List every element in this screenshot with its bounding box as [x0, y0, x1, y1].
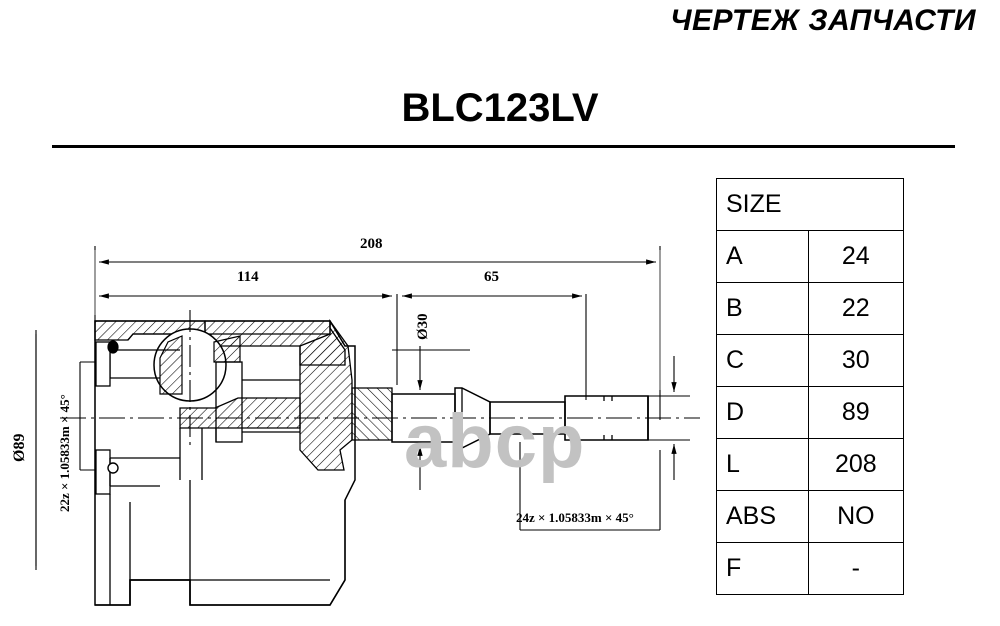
leader-outer-spline	[519, 442, 661, 531]
housing-collar	[351, 387, 393, 441]
seal-lip-upper	[107, 340, 119, 354]
spec-row-value: 89	[807, 386, 905, 439]
dimension-label-joint-length: 114	[237, 269, 259, 285]
inner-shaft-stub	[95, 341, 180, 495]
cage-outline	[179, 361, 300, 480]
spec-row-value: 24	[807, 230, 905, 283]
spec-row-value: 208	[807, 438, 905, 491]
circlip-groove	[603, 396, 613, 440]
technical-drawing	[0, 150, 714, 626]
dimension-label-inner-spline: 22z × 1.05833m × 45°	[57, 394, 72, 512]
header-divider	[52, 145, 955, 148]
dimension-label-outer-spline: 24z × 1.05833m × 45°	[516, 510, 634, 525]
spec-row-label: ABS	[716, 490, 809, 543]
dimension-label-shaft-diameter: Ø30	[415, 313, 431, 340]
spec-row-value: 22	[807, 282, 905, 335]
spec-row-label: L	[716, 438, 809, 491]
inner-race	[179, 397, 301, 429]
body-lower-lines	[109, 480, 346, 605]
extension-lines	[94, 250, 661, 390]
page-title: ЧЕРТЕЖ ЗАПЧАСТИ	[670, 4, 976, 37]
spec-row-label: B	[716, 282, 809, 335]
spec-row-value: NO	[807, 490, 905, 543]
spec-table-header-label: SIZE	[716, 178, 904, 231]
table-row-header: SIZE	[716, 178, 904, 231]
seal-lip-lower	[107, 462, 119, 474]
joint-lower-body	[95, 579, 346, 606]
dimension-label-joint-diameter: Ø89	[11, 433, 28, 462]
dimension-label-shaft-length: 65	[484, 269, 499, 285]
spec-row-label: F	[716, 542, 809, 595]
dimension-line-end-diameter	[648, 356, 690, 480]
dimension-label-overall-length: 208	[360, 236, 383, 252]
spec-row-label: D	[716, 386, 809, 439]
spec-row-label: C	[716, 334, 809, 387]
dimension-line-114-65	[99, 293, 587, 400]
spec-row-value: -	[807, 542, 905, 595]
table-row: F-	[716, 542, 905, 595]
spec-row-value: 30	[807, 334, 905, 387]
dimension-line-d30	[392, 346, 470, 490]
part-number: BLC123LV	[401, 86, 599, 130]
housing-right-flank	[299, 318, 353, 471]
spec-row-label: A	[716, 230, 809, 283]
